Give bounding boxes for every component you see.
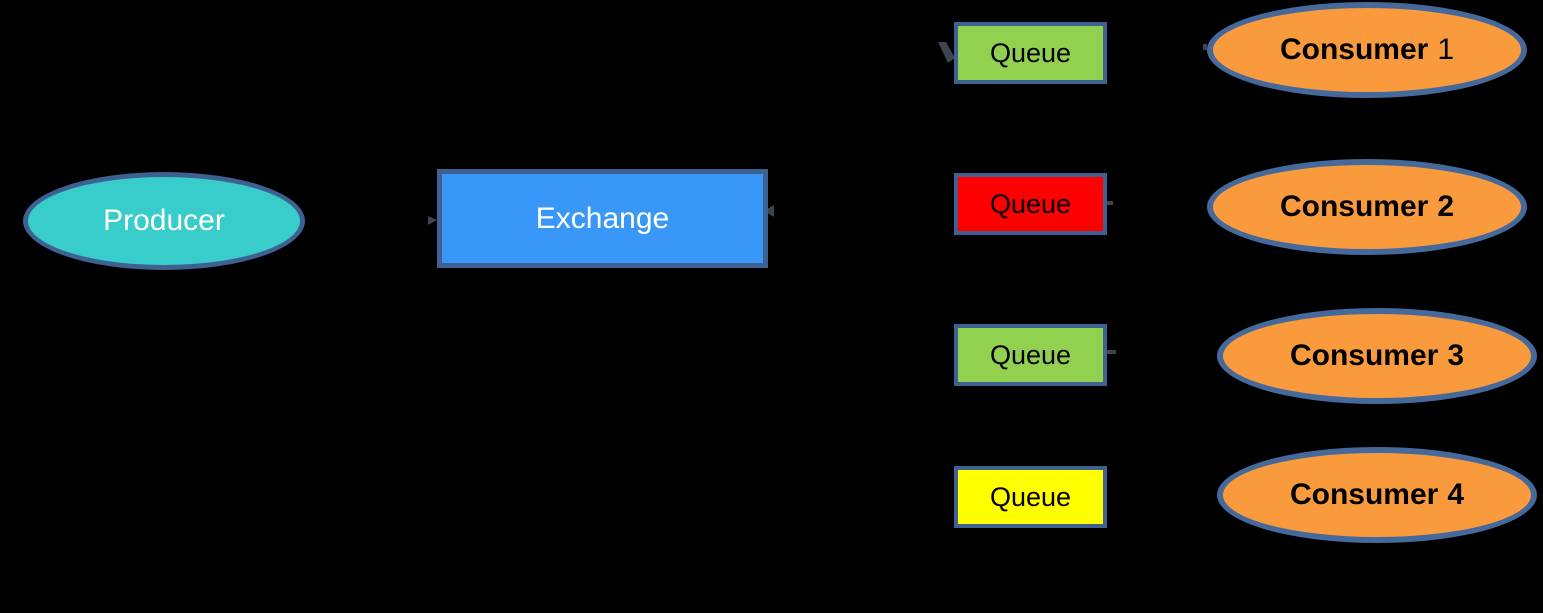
- consumer-number: 3: [1447, 339, 1465, 372]
- connector-queue4-consumer4: [1105, 494, 1218, 498]
- connector-exchange-queue2: [767, 203, 955, 213]
- connector-exchange-queue1: [767, 51, 945, 196]
- consumer-node: Consumer 2: [1207, 159, 1527, 255]
- queue-label: Queue: [989, 188, 1072, 219]
- queue-node: Queue: [954, 173, 1107, 235]
- consumer-node: Consumer 4: [1217, 447, 1537, 543]
- consumer-node: Consumer 3: [1217, 308, 1537, 404]
- queue-label: Queue: [989, 481, 1072, 512]
- consumer-label: Consumer: [1289, 339, 1439, 372]
- connector-queue2-consumer2: [1104, 203, 1208, 207]
- consumer-label: Consumer: [1289, 478, 1439, 511]
- producer-node: Producer: [23, 172, 305, 270]
- consumer-node: Consumer 1: [1207, 2, 1527, 98]
- consumer-label: Consumer: [1279, 190, 1429, 223]
- arrowhead-fragment-icon: [938, 42, 955, 63]
- consumer-number: 2: [1437, 190, 1455, 223]
- consumer-label: Consumer: [1279, 33, 1429, 66]
- queue-node: Queue: [954, 22, 1107, 84]
- arrowhead-fragment-icon: [428, 216, 437, 225]
- connector-exchange-queue3: [767, 239, 954, 356]
- queue-label: Queue: [989, 37, 1072, 68]
- connector-exchange-queue4: [767, 254, 954, 498]
- queue-node: Queue: [954, 324, 1107, 386]
- queue-label: Queue: [989, 339, 1072, 370]
- exchange-label: Exchange: [535, 201, 670, 235]
- producer-label: Producer: [103, 204, 225, 237]
- consumer-number: 4: [1447, 478, 1465, 511]
- consumer-number: 1: [1437, 33, 1455, 66]
- connector-queue1-consumer1: [1109, 48, 1208, 53]
- exchange-node: Exchange: [437, 169, 768, 268]
- queue-node: Queue: [954, 466, 1107, 528]
